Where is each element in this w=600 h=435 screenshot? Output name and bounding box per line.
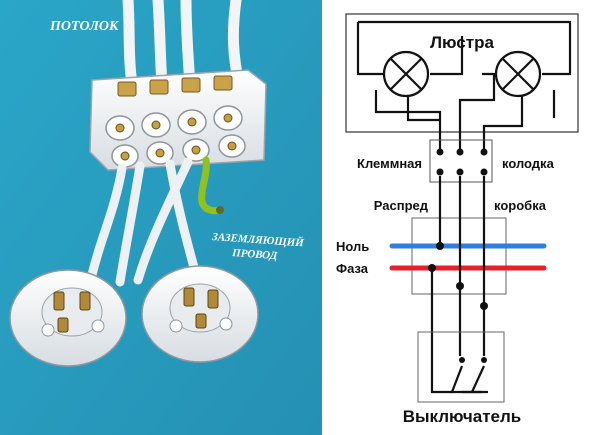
terminal-label-left: Клеммная [357,156,422,171]
ground-wire-label-line2: ПРОВОД [231,247,278,262]
switch-symbol [450,365,488,394]
phase-label: Фаза [336,261,369,276]
terminal-label-right: колодка [502,156,555,171]
vertical-wiring [430,176,486,394]
wiring-scheme-panel: Люстра [322,0,600,435]
lamp-left-symbol [382,50,430,98]
junction-label-left: Распред [374,198,429,213]
switch-nodes [459,357,487,363]
photo-illustration: ПОТОЛОК ЗАЗЕМЛЯЮЩИЙ ПРОВОД [0,0,322,435]
lamp-right-symbol [494,50,542,98]
junction-label-right: коробка [494,198,547,213]
lamp-wires [87,157,201,287]
ceiling-label: ПОТОЛОК [49,19,120,34]
chandelier-box [345,13,579,133]
terminal-nodes [436,148,488,176]
switch-label: Выключатель [403,407,522,426]
ground-terminal [216,206,224,214]
chandelier-wiring [356,20,572,150]
photo-panel: ПОТОЛОК ЗАЗЕМЛЯЮЩИЙ ПРОВОД [0,0,322,435]
ground-wire [198,156,222,215]
wiring-scheme: Люстра [322,0,600,435]
lamp-holder-right [141,265,259,363]
junction-nodes [428,242,488,310]
switch-box [417,331,505,403]
terminal-block [89,69,267,171]
neutral-label: Ноль [336,239,369,254]
lamp-holder-left [9,269,127,367]
